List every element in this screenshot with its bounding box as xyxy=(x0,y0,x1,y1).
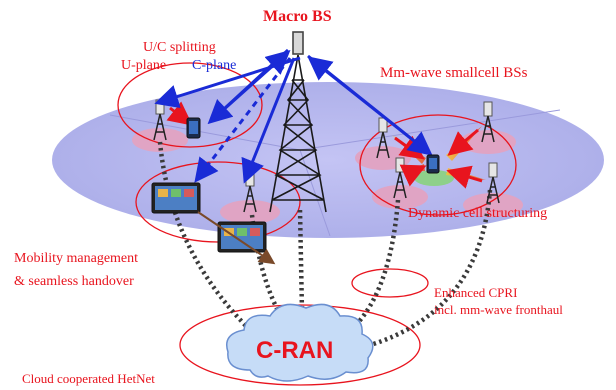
smartphone-icon-mmwave xyxy=(426,154,440,174)
smartphone-icon xyxy=(186,117,201,139)
tablet-icon xyxy=(151,182,201,214)
cpri-label-line2: incl. mm-wave fronthaul xyxy=(434,302,563,317)
tablet-icon-moving xyxy=(217,221,267,253)
cloud-icon xyxy=(226,303,374,382)
cran-label: C-RAN xyxy=(256,337,333,364)
uc-splitting-label: U/C splitting xyxy=(143,40,216,55)
mmwave-smallcell-label: Mm-wave smallcell BSs xyxy=(380,65,528,81)
mobility-label-line2: & seamless handover xyxy=(14,274,134,289)
handover-arrow xyxy=(197,211,276,265)
control-plane-links xyxy=(154,48,433,184)
mobility-label-line1: Mobility management xyxy=(14,251,138,266)
hetnet-outline xyxy=(179,304,421,386)
cloud-hetnet-label: Cloud cooperated HetNet xyxy=(22,371,155,386)
uc-splitting-outline xyxy=(117,62,263,148)
c-plane-label: C-plane xyxy=(192,58,236,73)
smallcell-cluster-outline xyxy=(359,114,517,216)
u-plane-label: U-plane xyxy=(121,58,166,73)
cpri-outline xyxy=(351,268,429,298)
dynamic-cell-label: Dynamic cell structuring xyxy=(408,206,547,221)
macro-tower-icon xyxy=(269,31,327,213)
macro-bs-label: Macro BS xyxy=(263,8,332,25)
cpri-label-line1: Enhanced CPRI xyxy=(434,285,517,300)
